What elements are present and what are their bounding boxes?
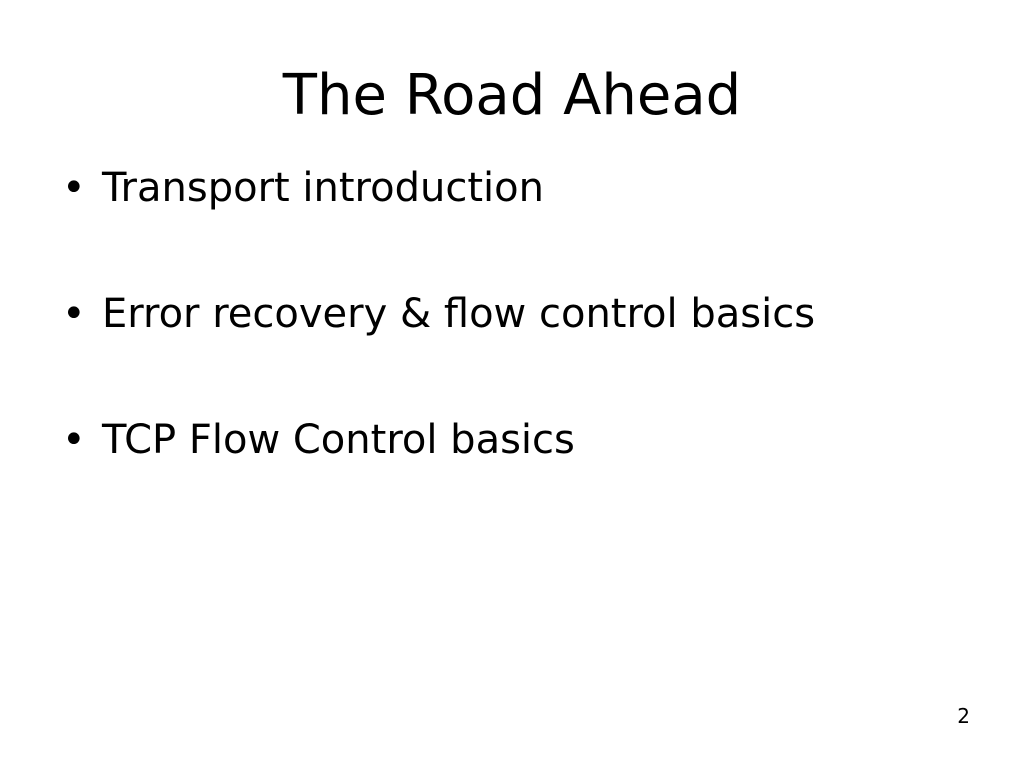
list-item: • Error recovery & flow control basics (56, 286, 996, 412)
bullet-text: Transport introduction (102, 165, 544, 211)
bullet-marker: • (62, 165, 86, 211)
bullet-text: Error recovery & flow control basics (102, 291, 816, 337)
list-item: • TCP Flow Control basics (56, 412, 996, 538)
bullet-marker: • (62, 417, 86, 463)
bullet-marker: • (62, 291, 86, 337)
list-item: • Transport introduction (56, 160, 996, 286)
bullet-list: • Transport introduction • Error recover… (56, 160, 996, 538)
slide-title: The Road Ahead (282, 63, 742, 128)
bullet-text: TCP Flow Control basics (102, 417, 575, 463)
page-number: 2 (957, 704, 970, 728)
